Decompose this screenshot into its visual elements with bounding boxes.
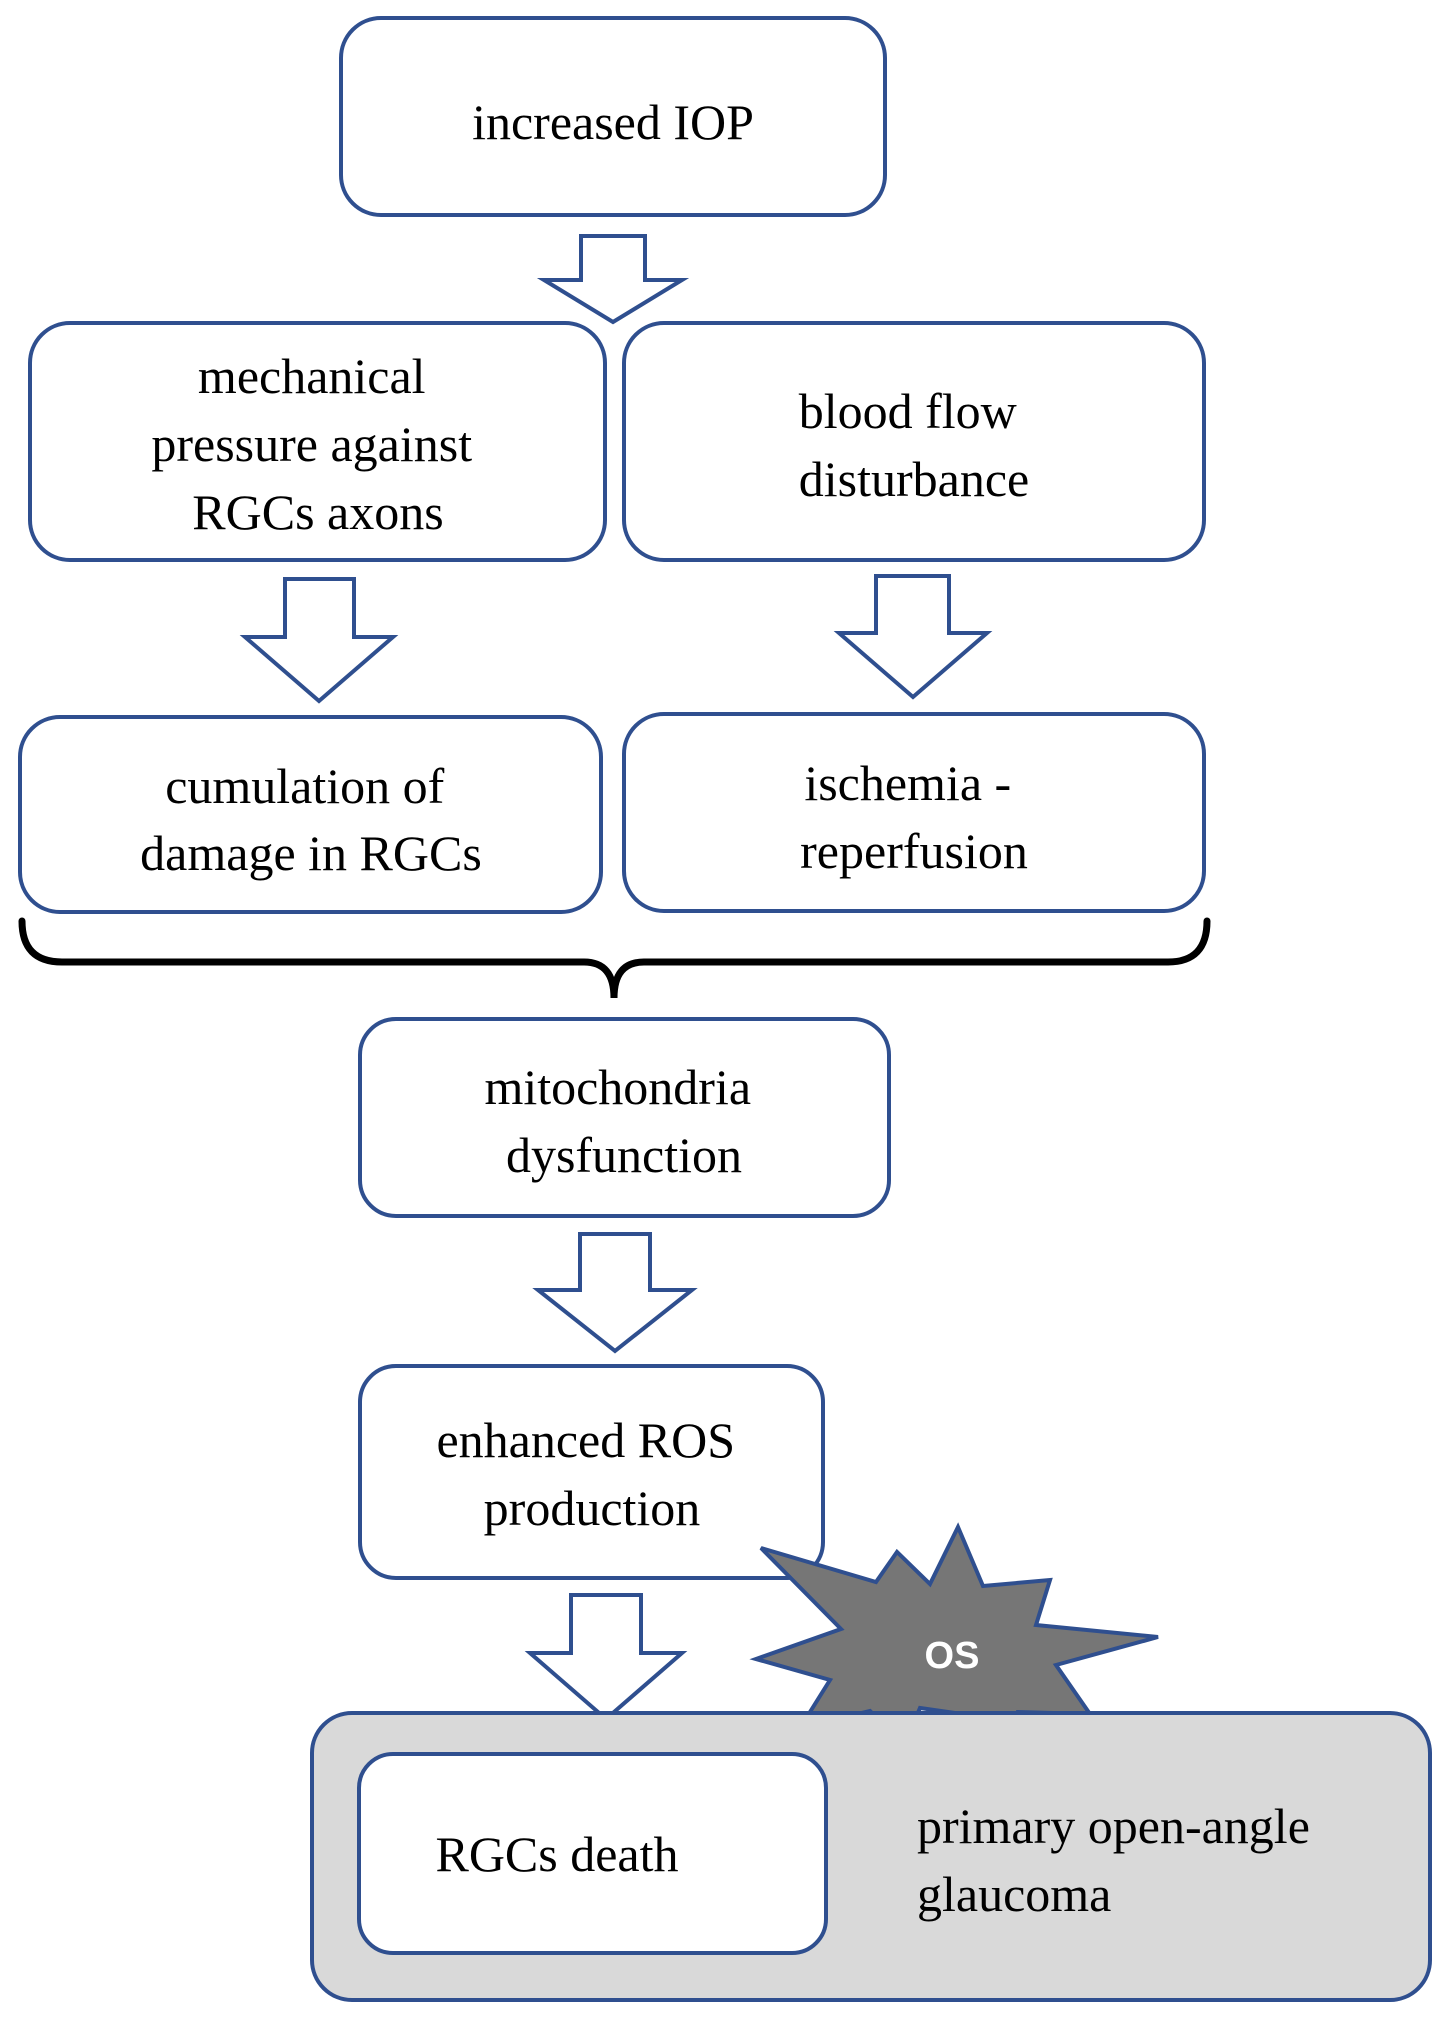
arrow-iop-to-branches: [536, 234, 690, 325]
node-blood-flow-disturbance: blood flow disturbance: [622, 321, 1206, 562]
node-mitochondria-dysfunction: mitochondria dysfunction: [358, 1017, 891, 1218]
arrow-ros-to-death: [524, 1593, 688, 1722]
node-enhanced-ros-production-label: enhanced ROS production: [436, 1412, 747, 1536]
node-ischemia-reperfusion-label: ischemia - reperfusion: [800, 755, 1028, 879]
arrow-bloodflow-to-ischemia: [833, 574, 993, 700]
node-increased-iop: increased IOP: [339, 16, 887, 217]
node-mitochondria-dysfunction-label: mitochondria dysfunction: [484, 1059, 763, 1183]
node-enhanced-ros-production: enhanced ROS production: [358, 1364, 825, 1580]
node-cumulation-of-damage-label: cumulation of damage in RGCs: [140, 758, 482, 881]
node-increased-iop-label: increased IOP: [472, 94, 754, 150]
node-ischemia-reperfusion: ischemia - reperfusion: [622, 712, 1206, 913]
arrow-mitochondria-to-ros: [532, 1232, 698, 1354]
node-rgcs-death-label: RGCs death: [435, 1826, 678, 1882]
outcome-panel: RGCs death primary open-angle glaucoma: [310, 1711, 1432, 2002]
arrow-mechanical-to-cumulation: [239, 577, 399, 704]
os-badge-label: OS: [925, 1635, 980, 1677]
node-cumulation-of-damage: cumulation of damage in RGCs: [18, 715, 603, 914]
node-mechanical-pressure-label: mechanical pressure against RGCs axons: [151, 348, 484, 540]
node-rgcs-death: RGCs death: [357, 1752, 828, 1955]
merge-brace: [18, 917, 1211, 999]
node-blood-flow-disturbance-label: blood flow disturbance: [799, 383, 1030, 507]
node-mechanical-pressure: mechanical pressure against RGCs axons: [28, 321, 607, 562]
node-poag-label: primary open-angle glaucoma: [917, 1798, 1322, 1922]
